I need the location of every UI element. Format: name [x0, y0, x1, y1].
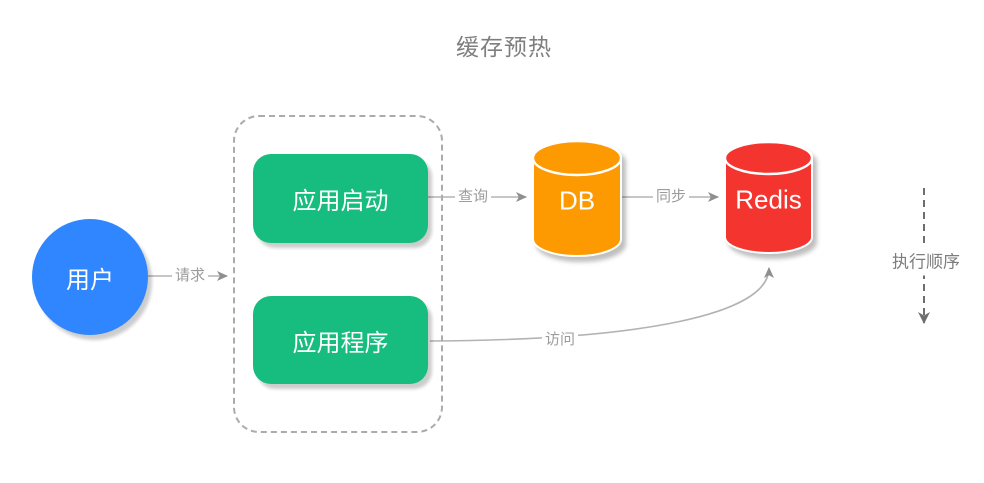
node-db: DB [532, 140, 622, 258]
node-redis-label: Redis [735, 184, 802, 215]
redis-cylinder-shape [724, 141, 813, 254]
edge-access-curve [429, 267, 774, 342]
node-app-program: 应用程序 [253, 296, 428, 384]
node-app-start: 应用启动 [253, 154, 428, 243]
edge-request-label: 请求 [171, 266, 209, 286]
edge-sync-label: 同步 [652, 187, 690, 207]
execution-order-label: 执行顺序 [890, 244, 962, 276]
app-group-container [233, 115, 443, 433]
node-redis: Redis [724, 141, 813, 255]
diagram-title: 缓存预热 [456, 34, 552, 60]
db-cylinder-shape [532, 140, 622, 257]
edge-query-label: 查询 [454, 187, 492, 207]
node-user-label: 用户 [66, 266, 114, 294]
node-db-label: DB [558, 185, 596, 216]
node-user: 用户 [32, 219, 148, 335]
edge-access-label: 访问 [541, 330, 579, 350]
node-app-program-label: 应用程序 [292, 329, 389, 357]
node-app-start-label: 应用启动 [292, 188, 389, 215]
